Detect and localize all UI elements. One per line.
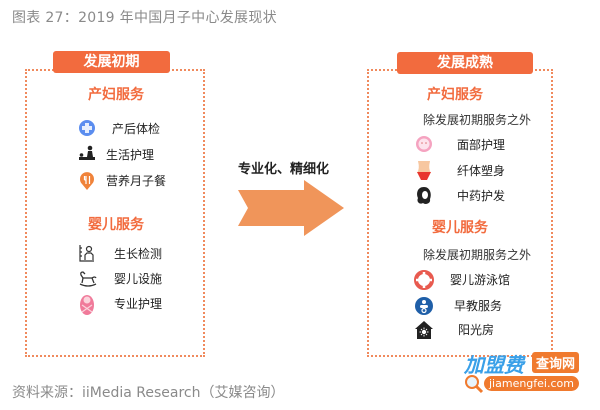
early-maternal-title: 产妇服务	[88, 87, 144, 103]
watermark-brand: 加盟费	[464, 353, 524, 377]
source-note: 资料来源：iiMedia Research（艾媒咨询）	[12, 385, 285, 401]
sun-house-icon	[414, 320, 433, 339]
massage-care-icon	[78, 145, 96, 163]
watermark-domain: jiamengfei.com	[484, 376, 579, 391]
list-item: 中药护发	[415, 186, 505, 204]
list-item: 纤体塑身	[415, 161, 505, 180]
list-item: 阳光房	[414, 320, 494, 339]
mature-stage-tag: 发展成熟	[397, 52, 533, 74]
early-stage-tag: 发展初期	[53, 51, 170, 73]
list-item: 生活护理	[78, 145, 154, 163]
rocking-horse-icon	[78, 269, 97, 287]
magnifier-icon	[464, 374, 484, 394]
list-item: 营养月子餐	[78, 171, 166, 190]
list-item: 生长检测	[78, 244, 162, 262]
meal-utensils-icon	[78, 171, 96, 190]
figure-title: 图表 27：2019 年中国月子中心发展现状	[12, 10, 277, 26]
growth-measure-icon	[78, 244, 96, 262]
mature-maternal-title: 产妇服务	[427, 87, 483, 103]
watermark-badge: 查询网	[532, 352, 580, 373]
list-item: 专业护理	[78, 294, 162, 315]
list-item: 产后体检	[78, 119, 160, 137]
early-infant-title: 婴儿服务	[88, 217, 144, 233]
arrow-label: 专业化、精细化	[238, 162, 330, 177]
swaddled-baby-icon	[78, 294, 96, 315]
mature-maternal-subtitle: 除发展初期服务之外	[423, 113, 532, 127]
mature-infant-title: 婴儿服务	[432, 220, 488, 236]
watermark-logo: 加盟费 查询网 jiamengfei.com	[462, 349, 594, 395]
mature-infant-subtitle: 除发展初期服务之外	[423, 248, 532, 262]
medical-cross-icon	[78, 119, 96, 137]
list-item: 早教服务	[414, 296, 502, 315]
early-stage-panel	[25, 69, 205, 357]
transition-arrow-icon	[238, 180, 344, 236]
lifebuoy-icon	[414, 270, 434, 290]
list-item: 婴儿设施	[78, 269, 162, 287]
face-care-icon	[415, 135, 433, 153]
pacifier-icon	[414, 296, 433, 315]
list-item: 面部护理	[415, 135, 505, 153]
list-item: 婴儿游泳馆	[414, 270, 510, 290]
body-shaping-icon	[415, 161, 433, 180]
hair-care-icon	[415, 186, 433, 204]
